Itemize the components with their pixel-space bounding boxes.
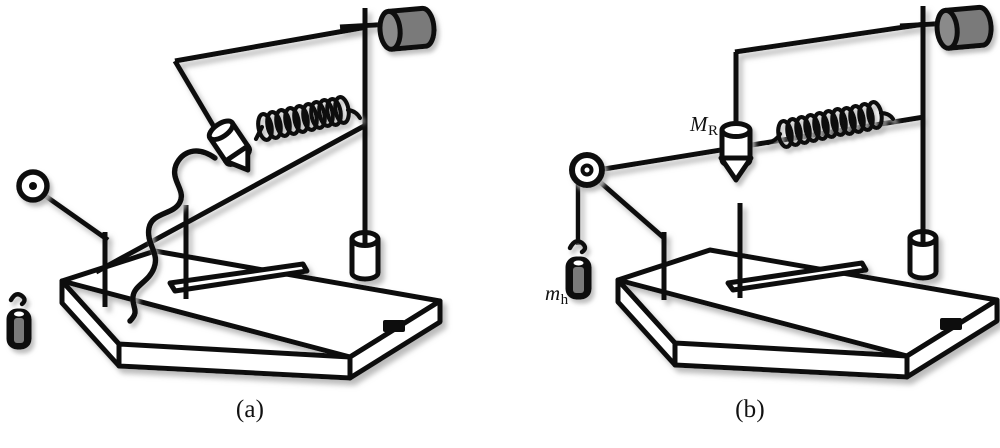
label-rider-mass-symbol: M [690, 112, 708, 136]
base-edge-corner [615, 277, 678, 346]
panel-a-drawing [6, 5, 443, 381]
pulley-arm [35, 187, 110, 243]
caption-panel-a: (a) [235, 396, 265, 423]
pulley [569, 152, 605, 188]
lower-rail [94, 122, 368, 275]
label-rider-mass-subscript: R [708, 123, 719, 140]
motion-sensor-drum [377, 5, 437, 52]
base-edge-corner [59, 278, 122, 347]
spring [253, 95, 363, 142]
pulley-brace [590, 173, 666, 240]
upper-rail [174, 24, 368, 64]
rider-mass [718, 121, 754, 183]
ruler-bar [167, 261, 310, 294]
rider-glider [206, 118, 253, 173]
caption-panel-b: (b) [735, 396, 765, 423]
upper-rail [734, 21, 926, 55]
rubber-foot [383, 320, 405, 332]
label-hanging-mass-subscript: h [560, 292, 569, 309]
wavy-cable [127, 148, 218, 324]
base-right-face [347, 298, 443, 381]
label-rider-mass: MR [690, 112, 718, 140]
ruler-bar [725, 260, 869, 293]
hanging-mass [6, 291, 32, 350]
label-hanging-mass: mh [545, 281, 568, 309]
base-right-face [904, 297, 1000, 380]
panel-b-drawing [565, 4, 1000, 380]
motion-sensor-drum [934, 4, 994, 51]
panel-a: (a) [6, 5, 443, 423]
base-platform [615, 247, 1000, 380]
pulley [16, 169, 50, 203]
label-hanging-mass-symbol: m [545, 281, 561, 305]
lower-rail [597, 114, 925, 173]
rubber-foot [940, 318, 962, 330]
base-platform [59, 248, 443, 381]
panel-b: (b) [500, 0, 1000, 448]
spring [765, 100, 896, 149]
hanging-mass [565, 239, 592, 300]
